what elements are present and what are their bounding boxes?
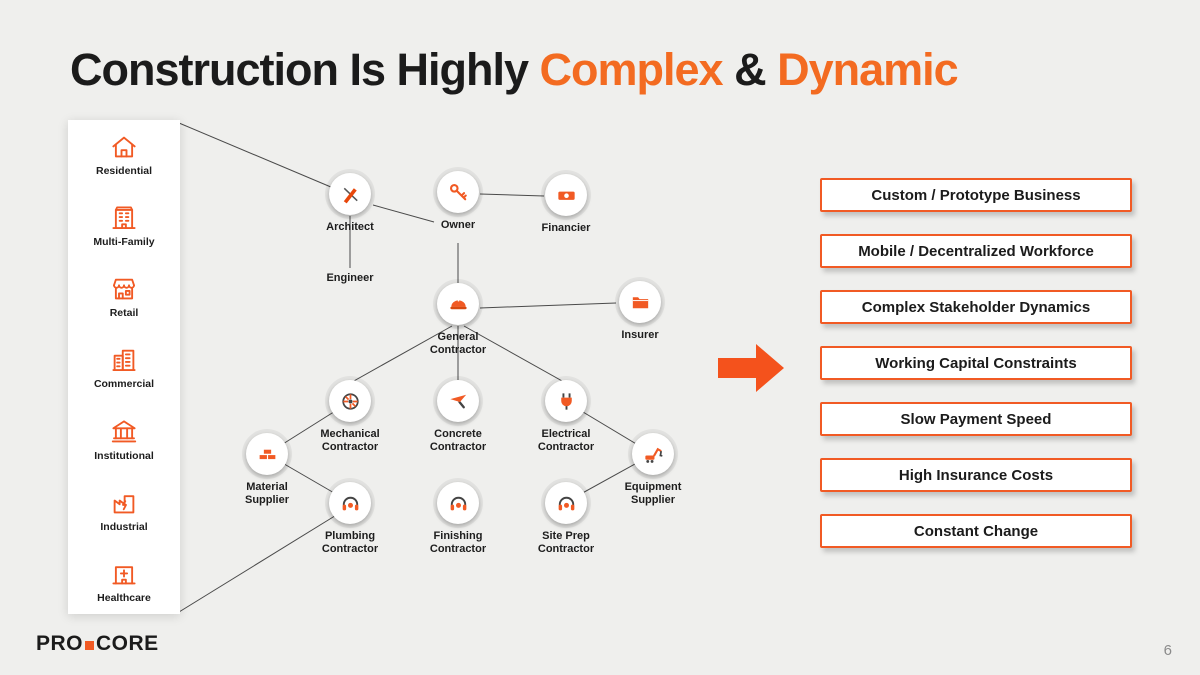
node-label: Concrete Contractor (429, 428, 487, 453)
callout-insurance-costs: High Insurance Costs (820, 458, 1132, 492)
apartment-icon (112, 206, 136, 230)
node-financier: Financier (522, 174, 610, 235)
node-label: Material Supplier (244, 481, 289, 506)
sidebar-item-multi-family: Multi-Family (72, 203, 176, 248)
logo-text-pre: PRO (36, 632, 84, 655)
industry-sidebar: Residential Multi-Family Retail Commerci… (68, 120, 180, 614)
title-orange-1: Complex (539, 44, 724, 95)
callout-constant-change: Constant Change (820, 514, 1132, 548)
callout-custom-prototype: Custom / Prototype Business (820, 178, 1132, 212)
procore-logo: PRO CORE (36, 632, 159, 656)
node-concrete-contractor: Concrete Contractor (414, 380, 502, 454)
node-insurer: Insurer (596, 281, 684, 342)
node-label: Architect (326, 221, 374, 233)
node-equipment-supplier: Equipment Supplier (609, 433, 697, 507)
node-label: Electrical Contractor (537, 428, 595, 453)
key-icon (437, 171, 479, 213)
node-label: Finishing Contractor (429, 530, 487, 555)
node-label: Engineer (326, 272, 374, 284)
callout-working-capital: Working Capital Constraints (820, 346, 1132, 380)
bricks-icon (246, 433, 288, 475)
sidebar-item-label: Multi-Family (93, 236, 155, 249)
money-icon (545, 174, 587, 216)
sidebar-item-label: Commercial (93, 378, 155, 391)
node-label: Plumbing Contractor (321, 530, 379, 555)
callout-payment-speed: Slow Payment Speed (820, 402, 1132, 436)
challenge-list: Custom / Prototype Business Mobile / Dec… (820, 178, 1132, 548)
storefront-icon (113, 279, 135, 300)
house-icon (112, 136, 136, 158)
site-prep-contractor-icon (545, 482, 587, 524)
node-label: Equipment Supplier (624, 481, 682, 506)
sidebar-item-label: Retail (109, 307, 139, 320)
sidebar-item-industrial: Industrial (72, 488, 176, 533)
node-electrical-contractor: Electrical Contractor (522, 380, 610, 454)
node-label: Owner (440, 219, 476, 231)
node-finishing-contractor: Finishing Contractor (414, 482, 502, 556)
node-mechanical-contractor: Mechanical Contractor (306, 380, 394, 454)
sidebar-item-label: Institutional (94, 449, 154, 462)
page-number: 6 (1163, 642, 1172, 659)
office-building-icon (112, 350, 136, 372)
sidebar-item-label: Residential (95, 165, 153, 177)
title-black-1: Construction Is Highly (70, 44, 540, 95)
hard-hat-icon (437, 283, 479, 325)
sidebar-item-label: Healthcare (97, 591, 151, 604)
node-engineer: Engineer (306, 272, 394, 285)
title-ampersand: & (722, 44, 778, 95)
hospital-icon (112, 566, 136, 585)
fan-icon (329, 380, 371, 422)
factory-icon (113, 494, 135, 514)
sidebar-item-residential: Residential (72, 132, 176, 177)
node-architect: Architect (306, 173, 394, 234)
architect-icon (329, 173, 371, 215)
node-general-contractor: General Contractor (414, 283, 502, 357)
sidebar-item-retail: Retail (72, 274, 176, 319)
node-site-prep-contractor: Site Prep Contractor (522, 482, 610, 556)
excavator-icon (632, 433, 674, 475)
plumbing-contractor-icon (329, 482, 371, 524)
node-label: Financier (541, 222, 591, 234)
sidebar-item-label: Industrial (100, 520, 148, 533)
plug-icon (545, 380, 587, 422)
node-label: Site Prep Contractor (537, 530, 595, 555)
page-title: Construction Is Highly Complex & Dynamic (70, 44, 959, 96)
finishing-contractor-icon (437, 482, 479, 524)
bank-icon (111, 420, 137, 442)
logo-text-post: CORE (96, 632, 159, 655)
node-material-supplier: Material Supplier (223, 433, 311, 507)
sidebar-item-institutional: Institutional (72, 417, 176, 462)
node-label: Insurer (621, 329, 659, 341)
node-plumbing-contractor: Plumbing Contractor (306, 482, 394, 556)
title-orange-2: Dynamic (777, 44, 959, 95)
callout-stakeholder-dynamics: Complex Stakeholder Dynamics (820, 290, 1132, 324)
folder-icon (619, 281, 661, 323)
sidebar-item-healthcare: Healthcare (72, 559, 176, 604)
trowel-icon (437, 380, 479, 422)
right-arrow-icon (718, 344, 784, 392)
logo-square-icon (85, 640, 95, 650)
node-label: General Contractor (429, 331, 487, 356)
sidebar-item-commercial: Commercial (72, 345, 176, 390)
node-label: Mechanical Contractor (320, 428, 380, 453)
callout-mobile-workforce: Mobile / Decentralized Workforce (820, 234, 1132, 268)
node-owner: Owner (414, 171, 502, 232)
